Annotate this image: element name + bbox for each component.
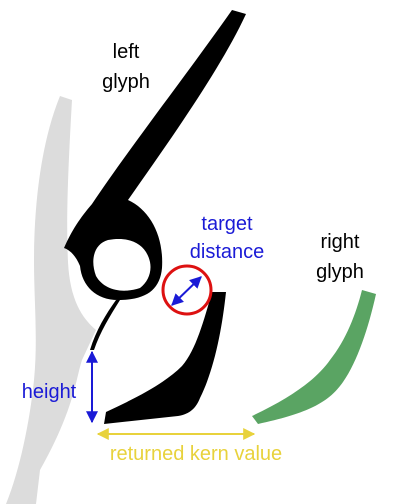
height-label: height [22, 381, 77, 403]
right-glyph-label-line2: glyph [316, 261, 364, 283]
left-glyph-shape [64, 10, 246, 300]
target-distance-label-line2: distance [190, 241, 265, 263]
left-glyph-label-line1: left [113, 41, 140, 63]
background-glyph [6, 96, 96, 504]
returned-kern-value-label: returned kern value [110, 443, 282, 465]
target-distance-label-line1: target [201, 213, 253, 235]
right-glyph-label-line1: right [321, 231, 360, 253]
left-glyph-label-line2: glyph [102, 71, 150, 93]
target-distance-arrow [171, 276, 202, 306]
left-glyph-lower-shape [90, 292, 226, 424]
right-glyph-shape [252, 290, 376, 424]
target-distance-circle [161, 264, 213, 316]
